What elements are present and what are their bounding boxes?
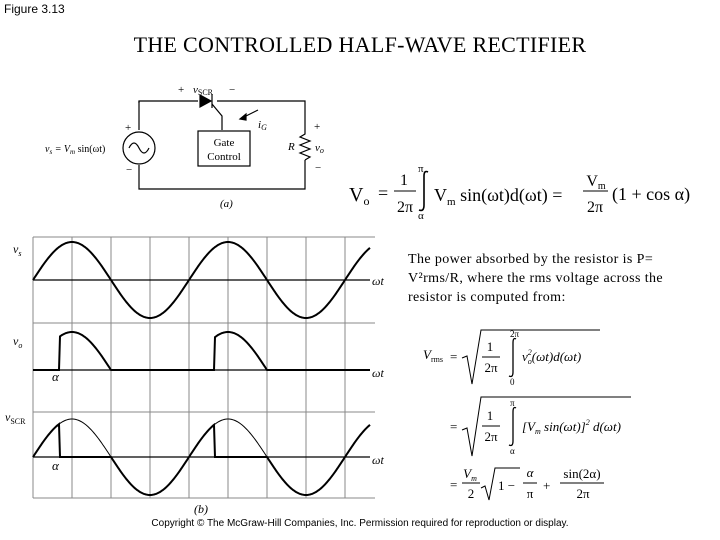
- copyright-notice: Copyright © The McGraw-Hill Companies, I…: [151, 518, 569, 529]
- source-minus: −: [126, 164, 132, 176]
- vo-formula-integrand: Vm sin(ωt)d(ωt) =: [434, 185, 562, 208]
- rms-f2-lower: α: [510, 446, 515, 456]
- ig-label: iG: [258, 119, 267, 132]
- scr-plus: +: [178, 84, 184, 96]
- rms-sqrt-3: [480, 467, 520, 501]
- rms-eq-1: =: [450, 349, 457, 364]
- rms-f3-s-num: sin(2α): [563, 466, 600, 481]
- rms-f1-num: 1: [487, 339, 494, 354]
- rms-f3-den: 2: [468, 486, 475, 501]
- rms-lhs: Vrms: [423, 347, 443, 364]
- gate-lead: [211, 103, 223, 130]
- rms-f1-upper: 2π: [510, 329, 520, 339]
- integral-sign-3: [508, 406, 517, 447]
- rms-f3-s-den: 2π: [576, 486, 590, 501]
- vo-formula-res-tail: (1 + cos α): [612, 184, 690, 205]
- vo-formula: Vo = 1 2π π α Vm sin(ωt)d(ωt) = Vm 2π (1…: [349, 163, 690, 222]
- vo-label: vo: [315, 142, 324, 155]
- vscr-wave-label: vSCR: [5, 410, 26, 426]
- waveform-grid: [32, 236, 375, 499]
- gate-text-1: Gate: [214, 137, 235, 149]
- rms-f3-num: Vm: [463, 466, 477, 483]
- source-label: vs = Vm sin(ωt): [45, 144, 105, 156]
- rms-f2-upper: π: [510, 398, 515, 408]
- vo-formula-eq: =: [378, 183, 388, 203]
- rms-sqrt-2: [461, 396, 631, 457]
- wt-label-2: ωt: [372, 366, 384, 380]
- vs-label: vs: [13, 242, 21, 258]
- vs-waveform: [32, 241, 371, 319]
- vo-wave-label: vo: [13, 334, 22, 350]
- scr-symbol: [199, 93, 213, 109]
- vscr-waveform: [32, 422, 371, 496]
- circuit-labels: + vSCR − iG Gate Control + − vs = Vm sin…: [45, 84, 324, 210]
- alpha-label-2: α: [52, 458, 60, 473]
- ac-sine-glyph: [128, 142, 150, 154]
- vo-formula-den: 2π: [397, 199, 413, 216]
- ac-source-symbol: [122, 131, 156, 165]
- gate-text-2: Control: [207, 151, 241, 163]
- page-title: THE CONTROLLED HALF-WAVE RECTIFIER: [133, 32, 587, 57]
- source-plus: +: [125, 122, 131, 134]
- ig-arrow-head: [238, 112, 247, 121]
- vo-formula-res-num: Vm: [586, 173, 606, 192]
- rms-eq-2: =: [450, 419, 457, 434]
- integral-sign-1: [418, 170, 429, 212]
- rms-f1-den: 2π: [484, 360, 498, 375]
- vo-waveform: [33, 331, 370, 371]
- integral-sign-2: [508, 337, 517, 378]
- rms-f2-body: [Vm sin(ωt)]2 d(ωt): [522, 418, 621, 436]
- resistor-label: R: [287, 141, 295, 153]
- vo-plus: +: [314, 121, 320, 133]
- rms-f3-a-num: α: [527, 465, 535, 480]
- alpha-label-1: α: [52, 369, 60, 384]
- waveform-curves: [32, 241, 371, 496]
- rms-f3-plus: +: [543, 478, 550, 493]
- wt-label-3: ωt: [372, 453, 384, 467]
- rms-eq-3: =: [450, 477, 457, 492]
- vo-formula-upper: π: [418, 163, 424, 175]
- figure-label: Figure 3.13: [4, 2, 65, 16]
- vscr-reference-waveform: [32, 418, 371, 496]
- resistor-symbol: [298, 132, 312, 161]
- wt-label-1: ωt: [372, 274, 384, 288]
- part-b-label: (b): [194, 502, 208, 516]
- circuit-diagram: [122, 93, 312, 190]
- scr-label: vSCR: [193, 84, 214, 97]
- vo-formula-num: 1: [400, 172, 408, 189]
- circuit-wire-bottom: [138, 160, 306, 190]
- circuit-wire-top-right: [217, 100, 306, 132]
- rms-f2-den: 2π: [484, 429, 498, 444]
- rms-f2-num: 1: [487, 408, 494, 423]
- vo-formula-res-den: 2π: [587, 199, 603, 216]
- waveform-labels: vs vo vSCR ωt ωt ωt α α (b): [5, 242, 384, 516]
- rms-f1-lower: 0: [510, 377, 515, 387]
- rms-f3-a-den: π: [527, 486, 534, 501]
- gate-control-box: [197, 130, 251, 167]
- rms-f3-one: 1 −: [498, 478, 515, 493]
- vo-formula-lhs: Vo: [349, 184, 369, 208]
- waveform-axes: [33, 279, 370, 458]
- part-a-label: (a): [220, 198, 233, 210]
- power-description: The power absorbed by the resistor is P=…: [408, 252, 664, 305]
- scr-minus: −: [229, 84, 235, 96]
- circuit-wire-top-left: [138, 100, 198, 103]
- rms-sqrt-1: [461, 329, 600, 385]
- vo-minus: −: [315, 162, 321, 174]
- vo-formula-lower: α: [418, 210, 424, 222]
